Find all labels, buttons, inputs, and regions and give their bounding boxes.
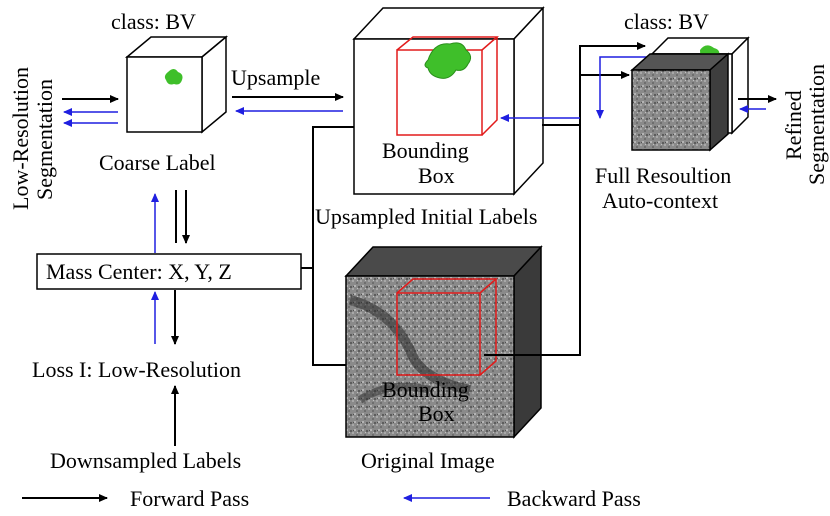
low-res-seg-label-line1: Low-Resolution [8, 67, 33, 210]
refined-seg-label-line1: Refined [781, 90, 806, 160]
original-image-caption: Original Image [361, 448, 495, 473]
full-resolution-line2: Auto-context [602, 188, 718, 213]
legend: Forward Pass Backward Pass [22, 486, 641, 511]
mass-center-label: Mass Center: X, Y, Z [46, 259, 232, 284]
segmentation-blob-large [424, 42, 472, 79]
bounding-box-top-line1: Bounding [382, 138, 469, 163]
downsampled-labels-caption: Downsampled Labels [50, 448, 241, 473]
legend-forward-label: Forward Pass [130, 486, 249, 511]
bounding-box-bottom [396, 278, 498, 376]
segmentation-blob-small [164, 69, 183, 85]
connector-mass-center-to-top-bbox [301, 123, 373, 269]
upsampled-initial-labels-caption: Upsampled Initial Labels [315, 204, 537, 229]
refined-seg-label-line2: Segmentation [804, 64, 829, 185]
forward-arrow-to-class-bv [579, 42, 646, 125]
auto-context-image-cube [630, 52, 730, 152]
full-resolution-line1: Full Resoultion [595, 163, 731, 188]
loss-low-res-label: Loss I: Low-Resolution [32, 357, 241, 382]
coarse-label-caption: Coarse Label [99, 150, 216, 175]
coarse-label-cube [124, 35, 229, 134]
bounding-box-bottom-line1: Bounding [382, 377, 469, 402]
backward-arrow-to-upsampled-side [596, 56, 655, 119]
connector-bottom-bbox-to-full-res [484, 124, 581, 356]
original-image-cube [344, 245, 543, 439]
upsample-label: Upsample [231, 65, 320, 90]
class-bv-right-label: class: BV [624, 9, 709, 34]
class-bv-left-label: class: BV [111, 9, 196, 34]
bounding-box-top-line2: Box [418, 163, 455, 188]
upsampled-labels-cube [352, 6, 545, 196]
legend-backward-label: Backward Pass [507, 486, 641, 511]
low-res-seg-label-line2: Segmentation [32, 79, 57, 200]
bounding-box-bottom-line2: Box [418, 401, 455, 426]
mass-center-box [36, 253, 302, 290]
